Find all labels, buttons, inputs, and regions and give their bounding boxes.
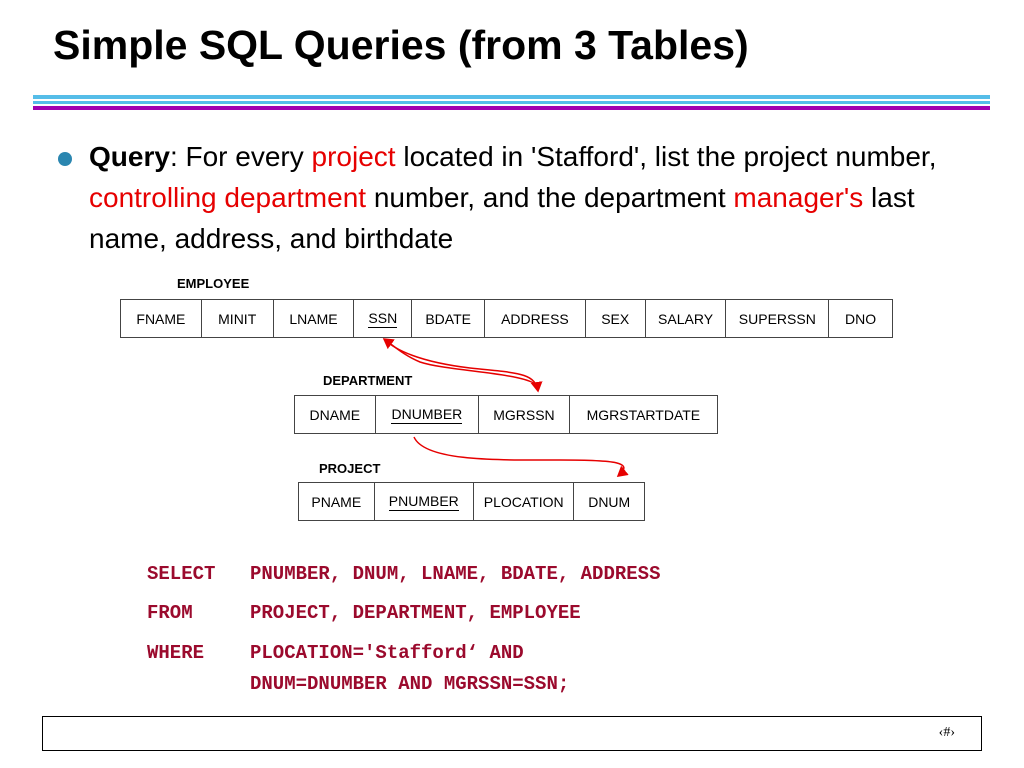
sql-where-continuation: DNUM=DNUMBER AND MGRSSN=SSN; [147, 673, 569, 695]
page-number: ‹#› [938, 725, 955, 740]
column-label: SSN [368, 309, 398, 328]
column-label: DNO [845, 310, 877, 327]
employee-column-superssn: SUPERSSN [726, 300, 830, 337]
title-rule-blue-1 [33, 95, 990, 99]
department-column-dnumber: DNUMBER [376, 396, 480, 433]
slide-footer: ‹#› [42, 716, 982, 751]
query-text-run: : For every [169, 141, 312, 172]
employee-column-address: ADDRESS [485, 300, 586, 337]
department-column-mgrssn: MGRSSN [479, 396, 570, 433]
sql-keyword-select: SELECT [147, 563, 216, 585]
department-column-mgrstartdate: MGRSTARTDATE [570, 396, 717, 433]
project-column-dnum: DNUM [574, 483, 644, 520]
column-label: PNAME [311, 493, 362, 510]
employee-column-fname: FNAME [121, 300, 202, 337]
sql-from-tables: PROJECT, DEPARTMENT, EMPLOYEE [250, 602, 581, 624]
sql-from-line: FROM PROJECT, DEPARTMENT, EMPLOYEE [147, 602, 581, 624]
query-text-run: Query [89, 141, 170, 172]
title-rule-blue-2 [33, 101, 990, 104]
sql-where-line: WHERE PLOCATION='Stafford‘ AND [147, 642, 524, 664]
department-table-label: DEPARTMENT [323, 373, 413, 388]
query-text-run: manager's [733, 182, 864, 213]
title-rule-purple [33, 106, 990, 110]
sql-where-condition-2: DNUM=DNUMBER AND MGRSSN=SSN; [250, 673, 570, 695]
employee-column-ssn: SSN [354, 300, 413, 337]
employee-column-salary: SALARY [646, 300, 727, 337]
project-table: PNAME PNUMBER PLOCATION DNUM [298, 482, 645, 521]
query-text-run: project [311, 141, 396, 172]
slide-title: Simple SQL Queries (from 3 Tables) [53, 22, 749, 68]
column-label: DNUMBER [391, 405, 463, 424]
employee-table: FNAME MINIT LNAME SSN BDATE ADDRESS SEX SALARY S… [120, 299, 893, 338]
column-label: MGRSTARTDATE [586, 406, 701, 423]
column-label: DNAME [309, 406, 361, 423]
ssn-to-mgrssn-arrow [383, 338, 543, 393]
query-text-run: number, and the department [366, 182, 734, 213]
project-column-plocation: PLOCATION [474, 483, 575, 520]
column-label: ADDRESS [501, 310, 569, 327]
column-label: SEX [601, 310, 630, 327]
column-label: PNUMBER [388, 492, 459, 511]
column-label: SALARY [658, 310, 714, 327]
column-label: MGRSSN [493, 406, 555, 423]
query-description: Query: For every project located in 'Sta… [89, 136, 989, 259]
query-text-run: controlling department [89, 182, 367, 213]
employee-table-label: EMPLOYEE [177, 276, 250, 291]
column-label: MINIT [218, 310, 257, 327]
column-label: PLOCATION [483, 493, 564, 510]
column-label: BDATE [425, 310, 471, 327]
sql-keyword-from: FROM [147, 602, 193, 624]
project-column-pname: PNAME [299, 483, 375, 520]
employee-column-minit: MINIT [202, 300, 274, 337]
column-label: SUPERSSN [738, 310, 816, 327]
mgrssn-to-ssn-arrow [382, 338, 539, 389]
query-text-run: located in 'Stafford', list the project … [395, 141, 937, 172]
column-label: DNUM [588, 493, 631, 510]
bullet-dot-icon [58, 152, 72, 166]
sql-select-columns: PNUMBER, DNUM, LNAME, BDATE, ADDRESS [250, 563, 661, 585]
sql-keyword-where: WHERE [147, 642, 205, 664]
sql-where-condition-1: PLOCATION='Stafford‘ AND [250, 642, 524, 664]
column-label: FNAME [136, 310, 186, 327]
department-column-dname: DNAME [295, 396, 376, 433]
project-table-label: PROJECT [319, 461, 381, 476]
employee-column-bdate: BDATE [412, 300, 486, 337]
dnum-to-dnumber-arrow [413, 436, 629, 477]
employee-column-lname: LNAME [274, 300, 355, 337]
project-column-pnumber: PNUMBER [375, 483, 474, 520]
column-label: LNAME [289, 310, 338, 327]
employee-column-dno: DNO [829, 300, 892, 337]
department-table: DNAME DNUMBER MGRSSN MGRSTARTDATE [294, 395, 718, 434]
employee-column-sex: SEX [586, 300, 646, 337]
query-text-run: last name, address, and birthdate [89, 182, 915, 254]
sql-select-line: SELECT PNUMBER, DNUM, LNAME, BDATE, ADDRE… [147, 563, 660, 585]
